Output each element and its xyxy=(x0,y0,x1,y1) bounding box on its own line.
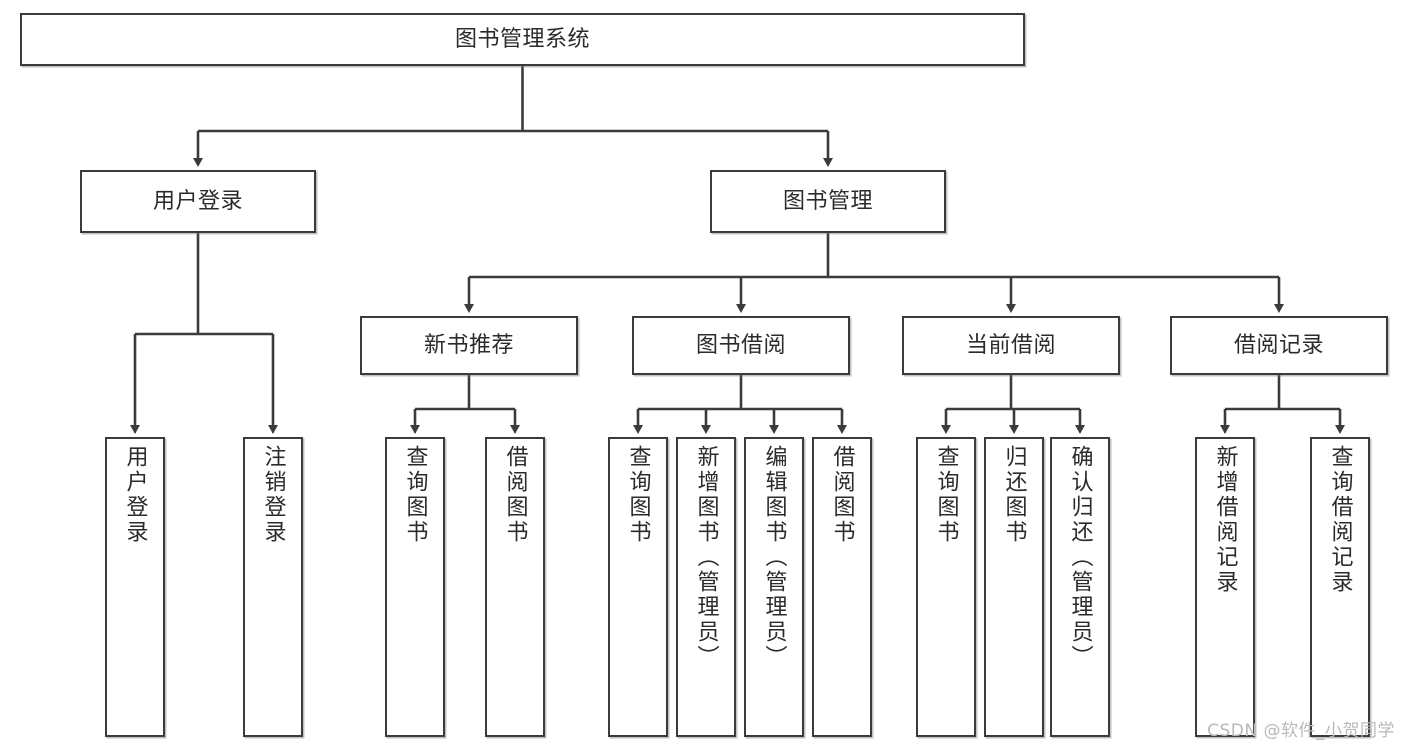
node-leaf-logout-label: 注销登录 xyxy=(260,445,286,545)
node-leaf-user-login[interactable]: 用户登录 xyxy=(105,437,165,737)
node-leaf-query-book-2-label: 查询图书 xyxy=(625,445,651,545)
node-user-login[interactable]: 用户登录 xyxy=(80,170,316,233)
node-leaf-borrow-book-1[interactable]: 借阅图书 xyxy=(485,437,545,737)
node-new-book-rec-label: 新书推荐 xyxy=(423,332,514,358)
node-borrow-record-label: 借阅记录 xyxy=(1233,332,1324,358)
node-book-borrow[interactable]: 图书借阅 xyxy=(632,316,850,375)
node-user-login-label: 用户登录 xyxy=(152,188,243,214)
node-leaf-query-record[interactable]: 查询借阅记录 xyxy=(1310,437,1370,737)
node-leaf-user-login-label: 用户登录 xyxy=(122,445,148,545)
node-new-book-rec[interactable]: 新书推荐 xyxy=(360,316,578,375)
node-book-borrow-label: 图书借阅 xyxy=(695,332,786,358)
node-leaf-query-book-2[interactable]: 查询图书 xyxy=(608,437,668,737)
node-leaf-add-record[interactable]: 新增借阅记录 xyxy=(1195,437,1255,737)
node-leaf-borrow-book-2[interactable]: 借阅图书 xyxy=(812,437,872,737)
node-leaf-query-book-1[interactable]: 查询图书 xyxy=(385,437,445,737)
node-leaf-return-book[interactable]: 归还图书 xyxy=(984,437,1044,737)
node-root-system-label: 图书管理系统 xyxy=(454,26,590,52)
node-leaf-add-book[interactable]: 新增图书（管理员） xyxy=(676,437,736,737)
node-borrow-record[interactable]: 借阅记录 xyxy=(1170,316,1388,375)
node-leaf-add-record-label: 新增借阅记录 xyxy=(1212,445,1238,595)
node-leaf-add-book-label: 新增图书（管理员） xyxy=(693,445,719,670)
node-leaf-query-book-1-label: 查询图书 xyxy=(402,445,428,545)
node-leaf-confirm-return[interactable]: 确认归还（管理员） xyxy=(1050,437,1110,737)
node-leaf-edit-book[interactable]: 编辑图书（管理员） xyxy=(744,437,804,737)
node-current-borrow-label: 当前借阅 xyxy=(965,332,1056,358)
node-leaf-confirm-return-label: 确认归还（管理员） xyxy=(1067,445,1093,670)
node-current-borrow[interactable]: 当前借阅 xyxy=(902,316,1120,375)
watermark-text: CSDN @软件_小贺同学 xyxy=(1207,721,1395,741)
node-root-system[interactable]: 图书管理系统 xyxy=(20,13,1025,66)
node-leaf-query-book-3-label: 查询图书 xyxy=(933,445,959,545)
node-book-manage[interactable]: 图书管理 xyxy=(710,170,946,233)
node-leaf-query-record-label: 查询借阅记录 xyxy=(1327,445,1353,595)
node-leaf-borrow-book-2-label: 借阅图书 xyxy=(829,445,855,545)
node-leaf-logout[interactable]: 注销登录 xyxy=(243,437,303,737)
node-book-manage-label: 图书管理 xyxy=(782,188,873,214)
node-leaf-edit-book-label: 编辑图书（管理员） xyxy=(761,445,787,670)
node-leaf-return-book-label: 归还图书 xyxy=(1001,445,1027,545)
node-leaf-borrow-book-1-label: 借阅图书 xyxy=(502,445,528,545)
node-leaf-query-book-3[interactable]: 查询图书 xyxy=(916,437,976,737)
